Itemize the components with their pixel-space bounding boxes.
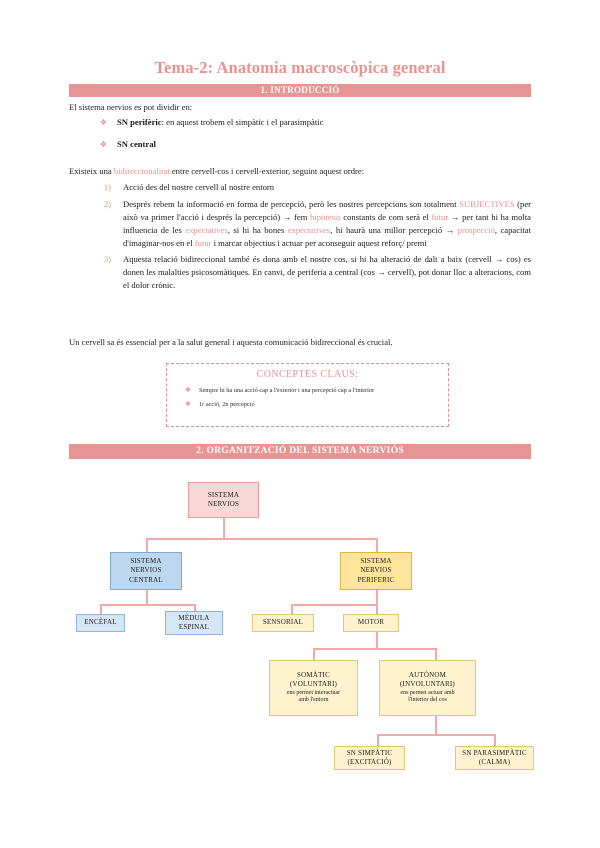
connector-to-autonom: [435, 648, 437, 660]
bullet-text: SN central: [117, 138, 531, 150]
connector-snp-horizontal: [291, 604, 377, 606]
bidirectionality-intro-text: Existeix una bidireccionalitat entre cer…: [69, 165, 531, 177]
list-item: ❖ 1r acció, 2n percepció: [171, 400, 444, 409]
list-item: 3) Aquesta relació bidireccional també é…: [69, 253, 531, 292]
node-line-1: SENSORIAL: [262, 618, 304, 627]
ordered-list: 1) Acció des del nostre cervell al nostr…: [69, 181, 531, 296]
connector-root-horizontal: [146, 538, 377, 540]
node-sub-2: amb l'entorn: [298, 697, 329, 704]
node-line-2: (INVOLUNTARI): [400, 680, 455, 689]
node-line-3: CENTRAL: [129, 575, 163, 584]
connector-to-simpatic: [377, 734, 379, 746]
connector-autonom-down: [435, 716, 437, 734]
list-item-text: Després rebem la informació en forma de …: [123, 198, 532, 248]
node-sub-1: ens permet actuar amb: [400, 689, 455, 696]
diamond-bullet-icon: ❖: [99, 140, 107, 150]
connector-snc-horizontal: [100, 604, 194, 606]
node-sistema-nervios-periferic[interactable]: SISTEMA NERVIOS PERIFERIC: [340, 552, 412, 590]
connector-to-motor: [376, 604, 378, 614]
bullet-rest: : en aquest trobem el simpàtic i el para…: [161, 117, 324, 127]
node-line-2: (EXCITACIÓ): [347, 758, 392, 766]
diamond-bullet-icon: ❖: [184, 400, 192, 409]
list-marker: 3): [103, 254, 111, 265]
node-line-1: SN SIMPÀTIC: [346, 748, 393, 757]
node-line-2: (VOLUNTARI): [289, 680, 338, 689]
key-concept-text: 1r acció, 2n percepció: [199, 401, 255, 409]
key-concept-text: Sempre hi ha una acció cap a l'exterior …: [199, 387, 375, 394]
intro-bullet-list: ❖ SN perifèric: en aquest trobem el simp…: [69, 116, 531, 161]
node-line-1: SOMÀTIC: [297, 670, 330, 679]
node-sn-parasimpatic[interactable]: SN PARASIMPÀTIC (CALMA): [455, 746, 534, 770]
diamond-bullet-icon: ❖: [99, 118, 107, 127]
list-item-text: Aquesta relació bidireccional també és d…: [123, 254, 531, 291]
node-line-1: ENCÈFAL: [84, 618, 117, 627]
node-line-2: ESPINAL: [178, 623, 210, 631]
connector-to-parasimpatic: [494, 734, 496, 746]
bullet-strong: SN central: [117, 139, 156, 150]
node-line-2: NERVIOS: [130, 566, 162, 575]
diamond-bullet-icon: ❖: [184, 386, 192, 394]
intro-closing-text: Un cervell sa és essencial per a la salu…: [69, 337, 393, 347]
node-line-1: SISTEMA: [130, 556, 162, 565]
node-line-1: MOTOR: [357, 618, 385, 627]
bullet-strong: SN perifèric: [117, 117, 162, 127]
connector-autonom-horizontal: [377, 734, 494, 736]
connector-to-snc: [146, 538, 148, 552]
list-item: ❖ SN central: [69, 138, 531, 150]
bullet-text: SN perifèric: en aquest trobem el simpàt…: [117, 116, 531, 128]
node-sn-simpatic[interactable]: SN SIMPÀTIC (EXCITACIÓ): [334, 746, 405, 770]
node-line-1: SISTEMA: [360, 556, 392, 565]
connector-to-encefal: [100, 604, 102, 614]
list-marker: 1): [103, 182, 111, 192]
connector-snp-down: [376, 590, 378, 604]
node-line-1: AUTÒNOM: [408, 670, 447, 679]
connector-to-medula: [194, 604, 196, 614]
intro-lead-text: El sistema nervios es pot dividir en:: [69, 102, 193, 112]
key-concepts-title: CONCEPTES CLAUS:: [256, 369, 359, 380]
connector-to-somatic: [313, 648, 315, 660]
list-item: 2) Després rebem la informació en forma …: [69, 198, 531, 250]
node-line-3: PERIFERIC: [357, 575, 395, 584]
existeix-post: entre cervell-cos i cervell-exterior, se…: [169, 166, 365, 176]
node-line-1: SN PARASIMPÀTIC: [462, 748, 527, 757]
node-encefal[interactable]: ENCÈFAL: [76, 614, 125, 632]
node-motor[interactable]: MOTOR: [343, 614, 399, 632]
list-marker: 2): [103, 198, 111, 209]
node-somatic[interactable]: SOMÀTIC (VOLUNTARI) ens permet interactu…: [269, 660, 358, 716]
node-line-2: NERVIOS: [207, 500, 240, 508]
connector-to-snp: [376, 538, 378, 552]
keyword-bidireccionalitat: bidireccionalitat: [113, 166, 170, 176]
connector-motor-down: [376, 632, 378, 648]
connector-root-vertical: [223, 518, 225, 538]
node-medula-espinal[interactable]: MÈDULA ESPINAL: [165, 611, 223, 635]
page-title: Tema-2: Anatomia macroscòpica general: [154, 58, 446, 77]
connector-snc-down: [146, 590, 148, 604]
node-line-2: NERVIOS: [360, 566, 392, 575]
section-header-introduccio: 1. INTRODUCCIÓ: [69, 84, 531, 97]
node-autonom[interactable]: AUTÒNOM (INVOLUNTARI) ens permet actuar …: [379, 660, 476, 716]
connector-motor-horizontal: [313, 648, 435, 650]
section-header-organitzacio: 2. ORGANITZACIÓ DEL SISTEMA NERVIÓS: [69, 444, 531, 459]
node-line-1: SISTEMA: [207, 490, 240, 499]
nervous-system-diagram: SISTEMA NERVIOS SISTEMA NERVIOS CENTRAL …: [0, 462, 600, 792]
node-sistema-nervios[interactable]: SISTEMA NERVIOS: [188, 482, 259, 518]
node-line-2: (CALMA): [478, 758, 511, 766]
node-sensorial[interactable]: SENSORIAL: [252, 614, 314, 632]
node-sub-2: l'interior del cos: [408, 697, 447, 704]
list-item: ❖ SN perifèric: en aquest trobem el simp…: [69, 116, 531, 128]
key-concepts-box: CONCEPTES CLAUS: ❖ Sempre hi ha una acci…: [166, 363, 449, 427]
list-item-text: Acció des del nostre cervell al nostre e…: [123, 182, 275, 192]
node-sistema-nervios-central[interactable]: SISTEMA NERVIOS CENTRAL: [110, 552, 182, 590]
existeix-pre: Existeix una: [69, 166, 114, 176]
node-sub-1: ens permet interactuar: [286, 689, 341, 696]
node-line-1: MÈDULA: [178, 613, 210, 622]
list-item: 1) Acció des del nostre cervell al nostr…: [69, 181, 531, 194]
list-item: ❖ Sempre hi ha una acció cap a l'exterio…: [171, 386, 444, 395]
connector-to-sensorial: [291, 604, 293, 614]
